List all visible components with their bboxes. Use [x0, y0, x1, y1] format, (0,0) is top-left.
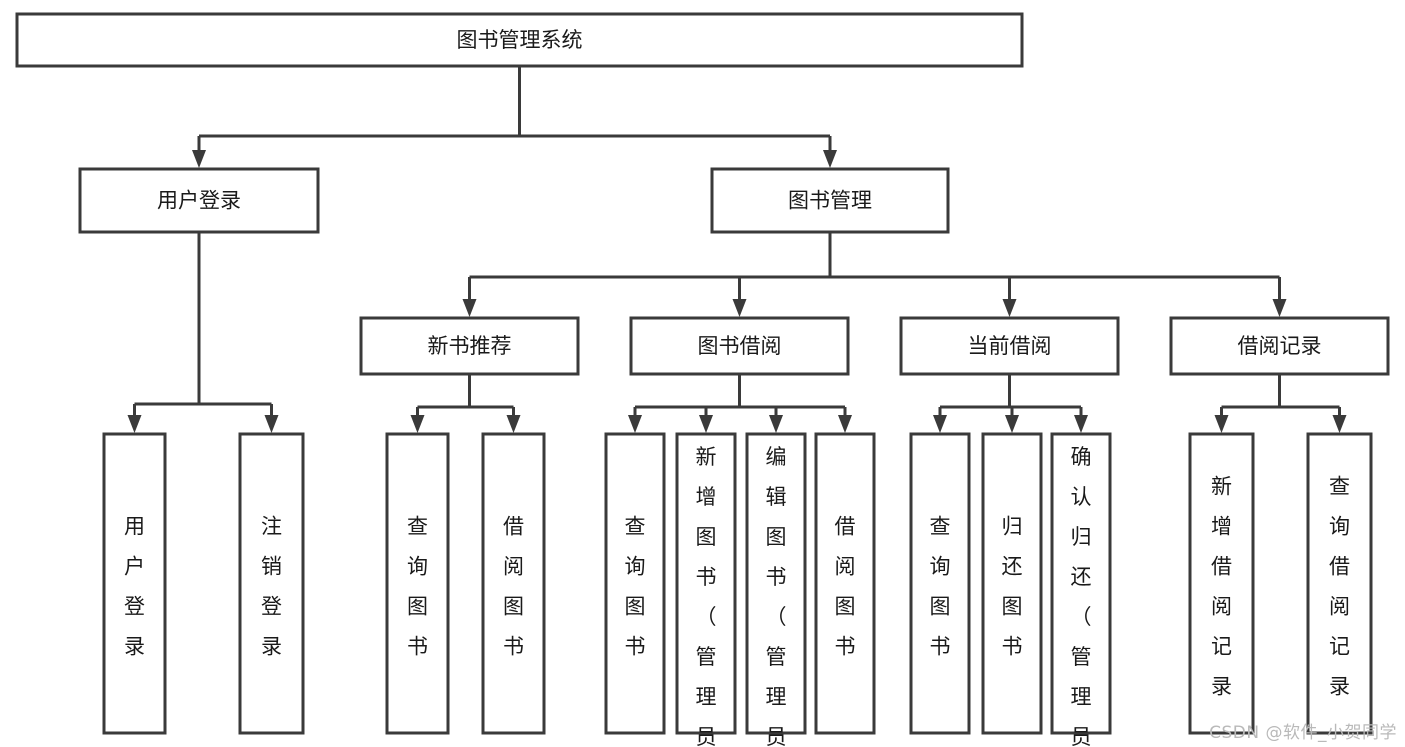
node-box-group[interactable]: 用户登录 — [78, 167, 320, 234]
node-box-group[interactable]: 当前借阅 — [899, 316, 1120, 376]
arrow-head-icon — [933, 415, 947, 433]
arrow-head-icon — [838, 415, 852, 433]
arrow-head-icon — [1214, 415, 1229, 433]
csdn-watermark: CSDN @软件_小贺同学 — [1209, 723, 1397, 743]
node-rect[interactable] — [981, 432, 1043, 735]
node-box-group[interactable]: 借阅记录 — [1169, 316, 1390, 376]
leaf-node[interactable]: 查询图书 — [385, 432, 450, 735]
node-label: 用户登录 — [157, 189, 241, 213]
connector-layer — [127, 66, 1347, 433]
node-rect[interactable] — [102, 432, 167, 735]
leaf-label: 注销登录 — [261, 515, 282, 659]
node-rect[interactable] — [745, 432, 807, 735]
node-rect[interactable] — [385, 432, 450, 735]
leaf-label: 新增图书（管理员） — [696, 445, 717, 747]
node-label: 图书管理 — [788, 189, 872, 213]
leaf-node[interactable]: 借阅图书 — [814, 432, 876, 735]
arrow-head-icon — [1002, 299, 1017, 317]
leaf-node[interactable]: 归还图书 — [981, 432, 1043, 735]
node-rect[interactable] — [359, 316, 580, 376]
arrow-head-icon — [1332, 415, 1347, 433]
arrow-head-icon — [410, 415, 425, 433]
arrow-head-icon — [506, 415, 521, 433]
arrow-head-icon — [264, 415, 279, 433]
node-rect[interactable] — [710, 167, 950, 234]
node-rect[interactable] — [1306, 432, 1373, 735]
node-box-group[interactable]: 图书借阅 — [629, 316, 850, 376]
leaf-label: 归还图书 — [1002, 515, 1023, 659]
arrow-head-icon — [699, 415, 713, 433]
leaf-node[interactable]: 用户登录 — [102, 432, 167, 735]
arrow-head-icon — [769, 415, 783, 433]
arrow-head-icon — [1074, 415, 1088, 433]
node-rect[interactable] — [78, 167, 320, 234]
node-label: 图书管理系统 — [457, 28, 583, 52]
node-rect[interactable] — [1050, 432, 1112, 735]
leaf-label: 用户登录 — [124, 515, 145, 659]
node-label: 借阅记录 — [1238, 334, 1322, 358]
arrow-head-icon — [127, 415, 142, 433]
node-rect[interactable] — [1169, 316, 1390, 376]
leaf-label: 借阅图书 — [835, 515, 856, 659]
arrow-head-icon — [628, 415, 642, 433]
node-rect[interactable] — [899, 316, 1120, 376]
node-rect[interactable] — [15, 12, 1024, 68]
leaf-label: 查询借阅记录 — [1329, 475, 1350, 699]
arrow-head-icon — [192, 150, 206, 168]
node-rect[interactable] — [481, 432, 546, 735]
leaf-node[interactable]: 查询图书 — [909, 432, 971, 735]
node-rect[interactable] — [814, 432, 876, 735]
node-label: 新书推荐 — [428, 334, 512, 358]
leaf-label: 查询图书 — [930, 515, 951, 659]
leaf-node[interactable]: 新增借阅记录 — [1188, 432, 1255, 735]
leaf-node[interactable]: 查询借阅记录 — [1306, 432, 1373, 735]
node-rect[interactable] — [909, 432, 971, 735]
leaf-node[interactable]: 编辑图书（管理员） — [745, 432, 807, 747]
node-box-group[interactable]: 图书管理 — [710, 167, 950, 234]
node-layer: 图书管理系统用户登录图书管理新书推荐图书借阅当前借阅借阅记录用户登录注销登录查询… — [15, 12, 1390, 747]
leaf-label: 编辑图书（管理员） — [766, 445, 787, 747]
node-rect[interactable] — [675, 432, 737, 735]
leaf-node[interactable]: 借阅图书 — [481, 432, 546, 735]
arrow-head-icon — [823, 150, 837, 168]
node-rect[interactable] — [629, 316, 850, 376]
node-rect[interactable] — [604, 432, 666, 735]
arrow-head-icon — [732, 299, 747, 317]
node-rect[interactable] — [1188, 432, 1255, 735]
leaf-label: 借阅图书 — [503, 515, 524, 659]
leaf-node[interactable]: 新增图书（管理员） — [675, 432, 737, 747]
node-rect[interactable] — [238, 432, 305, 735]
leaf-node[interactable]: 查询图书 — [604, 432, 666, 735]
leaf-node[interactable]: 确认归还（管理员） — [1050, 432, 1112, 747]
node-box-group[interactable]: 图书管理系统 — [15, 12, 1024, 68]
node-box-group[interactable]: 新书推荐 — [359, 316, 580, 376]
leaf-label: 查询图书 — [625, 515, 646, 659]
arrow-head-icon — [1272, 299, 1287, 317]
node-label: 图书借阅 — [698, 334, 782, 358]
leaf-label: 确认归还（管理员） — [1071, 445, 1092, 747]
node-label: 当前借阅 — [968, 334, 1052, 358]
arrow-head-icon — [462, 299, 477, 317]
leaf-label: 查询图书 — [407, 515, 428, 659]
leaf-label: 新增借阅记录 — [1211, 475, 1232, 699]
leaf-node[interactable]: 注销登录 — [238, 432, 305, 735]
arrow-head-icon — [1005, 415, 1019, 433]
